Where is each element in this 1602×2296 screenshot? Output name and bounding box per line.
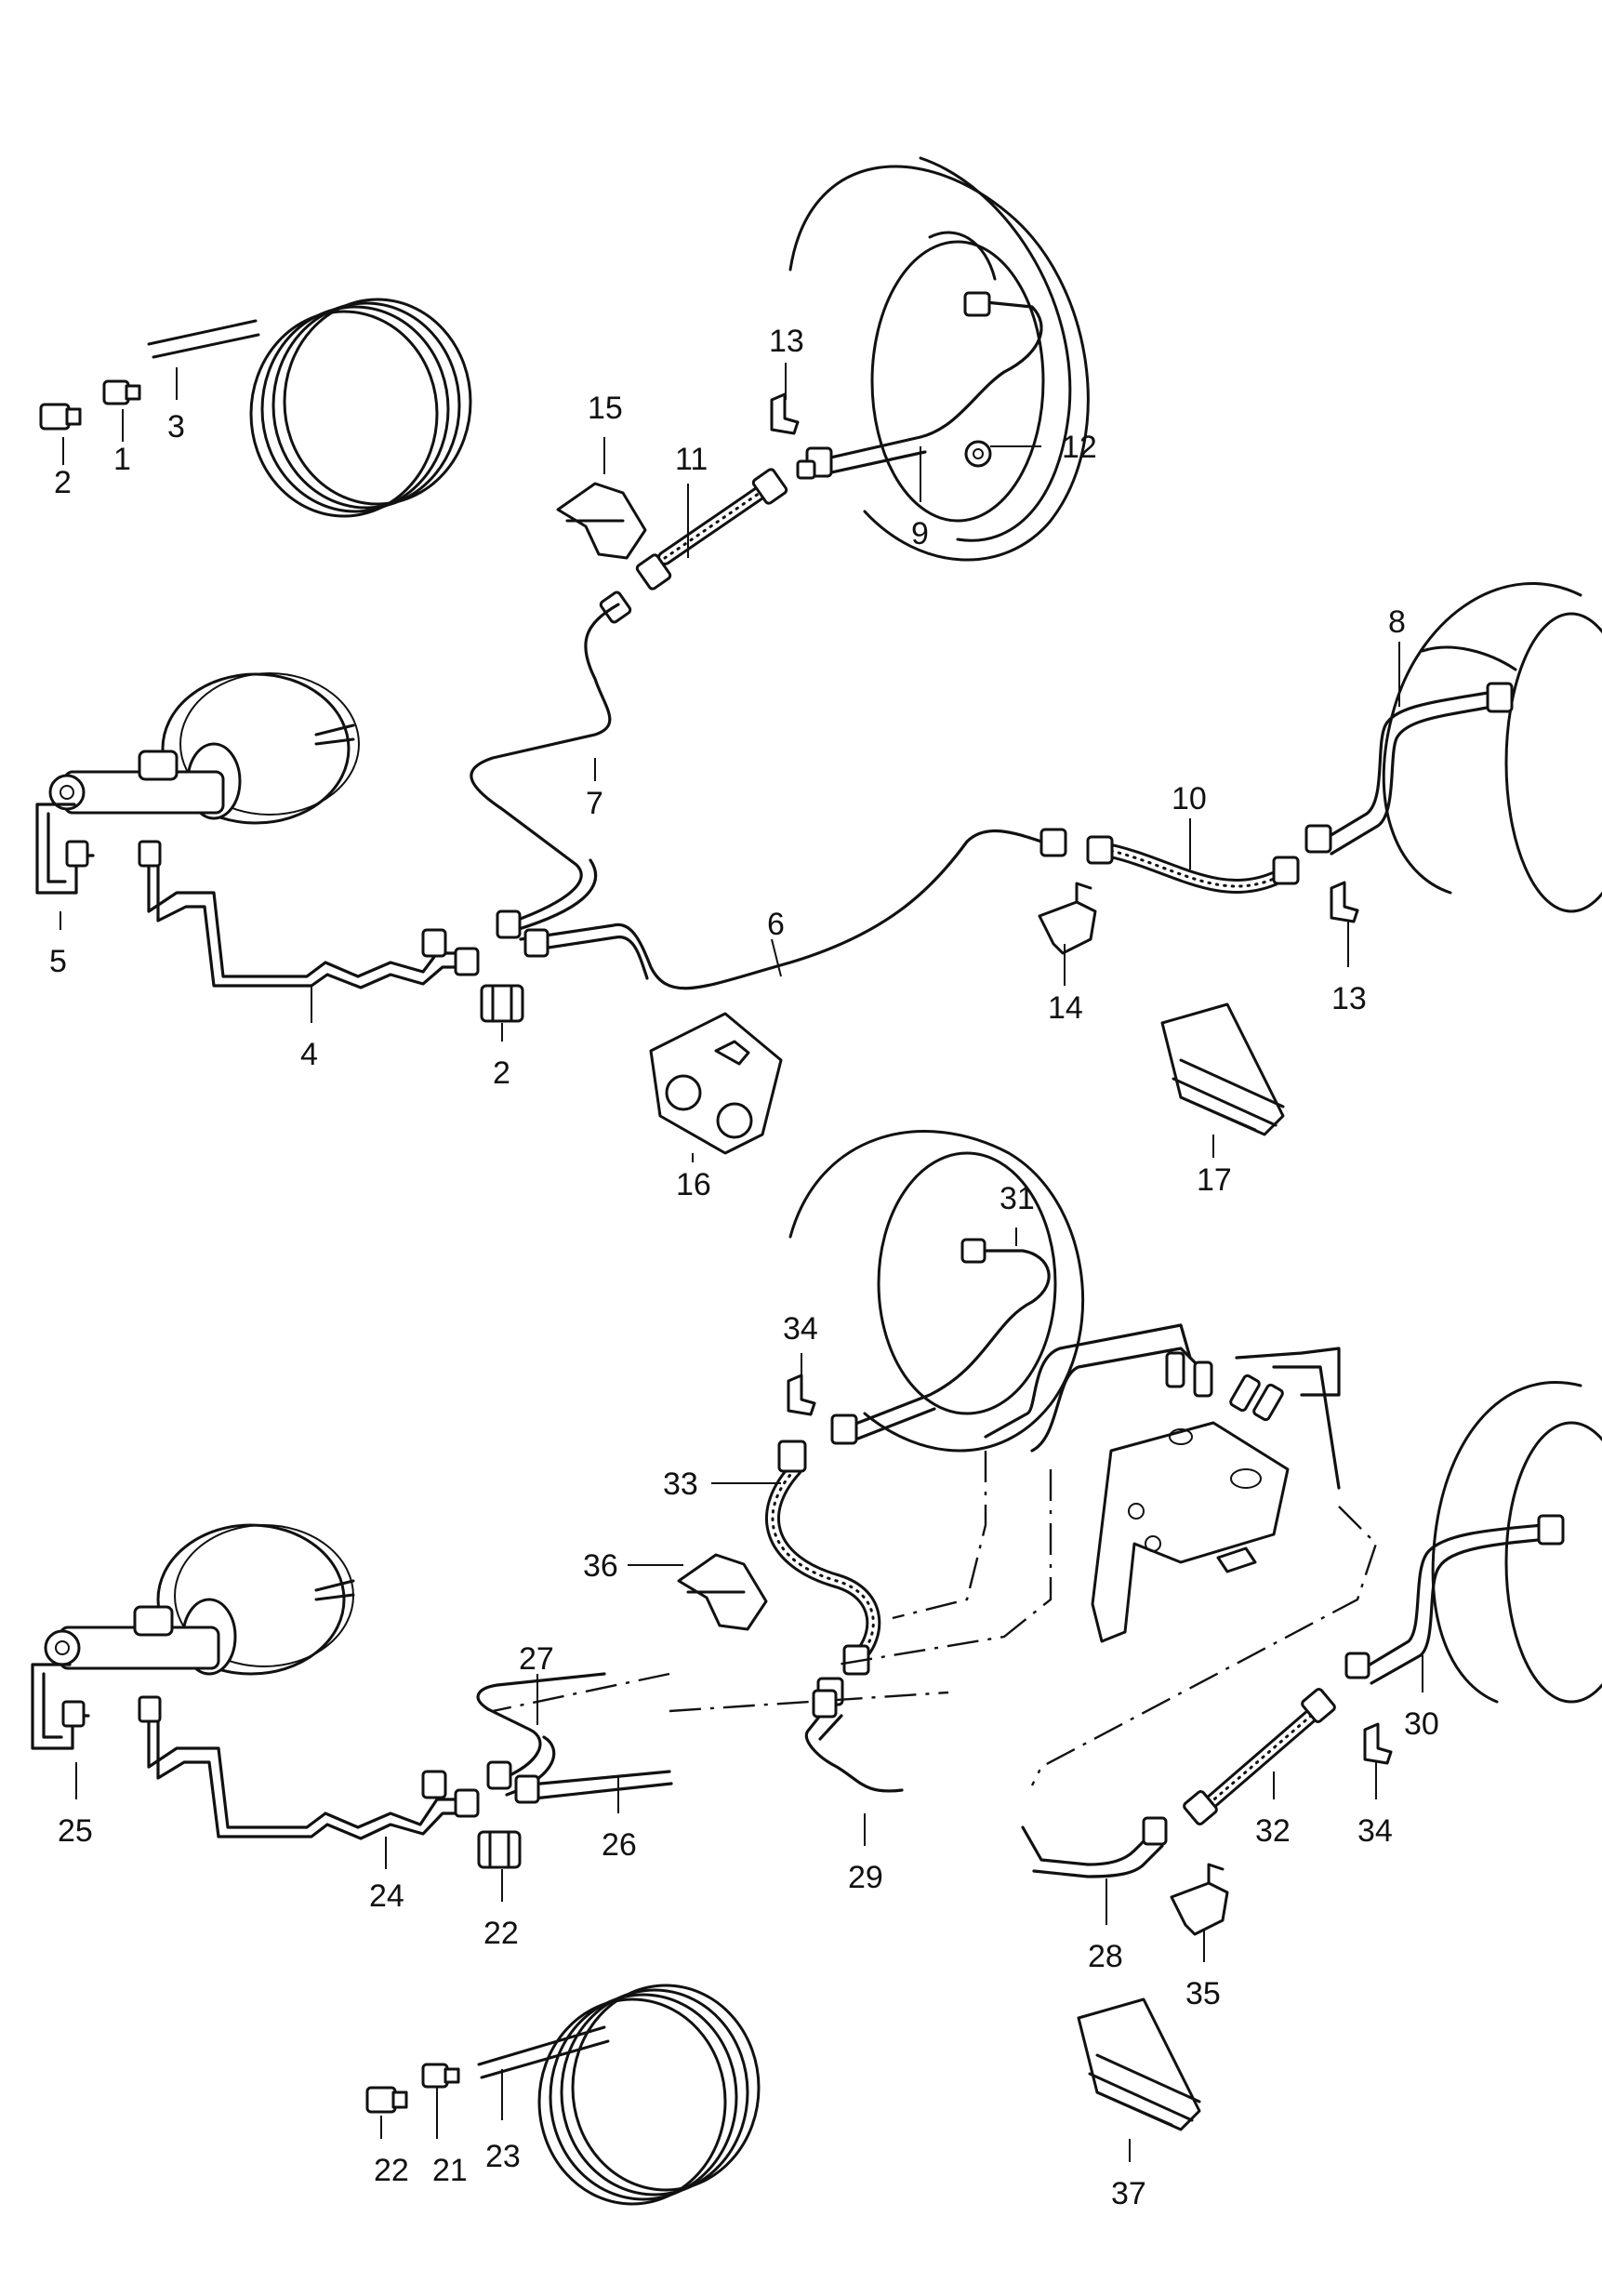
label-27: 27 <box>519 1641 554 1677</box>
label-11: 11 <box>675 442 708 477</box>
brake-pipe-26 <box>519 1770 671 1787</box>
clip-13-upper <box>770 392 800 435</box>
routing-dash-lines <box>892 1451 987 1620</box>
label-1: 1 <box>113 442 131 477</box>
label-34-left: 34 <box>783 1311 818 1347</box>
label-2-mid: 2 <box>493 1055 510 1091</box>
bracket-15 <box>556 482 647 560</box>
label-14: 14 <box>1048 990 1083 1026</box>
label-9: 9 <box>911 516 929 551</box>
fitting-21-lower <box>421 2063 460 2089</box>
brake-pipe-6 <box>519 829 1043 990</box>
bracket-35 <box>1170 1863 1229 1936</box>
label-26: 26 <box>602 1827 637 1863</box>
union-nut-lower <box>365 2086 408 2114</box>
clip-34-lower-right <box>1363 1722 1393 1765</box>
label-7: 7 <box>586 786 603 821</box>
label-2-top: 2 <box>54 465 72 500</box>
pipe-fitting-9 <box>805 291 991 478</box>
bracket-36 <box>677 1553 768 1631</box>
label-3: 3 <box>167 409 185 445</box>
pressure-regulator-valve <box>1091 1421 1290 1643</box>
brake-pipe-27 <box>476 1672 606 1783</box>
adapter-2-mid <box>480 984 524 1023</box>
grommet-12 <box>964 440 992 468</box>
brake-drum-lower-middle <box>788 1130 1084 1453</box>
label-16: 16 <box>676 1167 711 1202</box>
part-labels: 1 2 3 5 4 2 6 7 8 9 10 11 12 13 13 14 15… <box>49 324 1439 2211</box>
label-36: 36 <box>583 1548 618 1584</box>
union-nut-upper <box>39 403 82 431</box>
holder-17 <box>1160 1002 1285 1136</box>
holder-37 <box>1077 1997 1201 2131</box>
brake-pipe-coil-upper <box>147 298 472 518</box>
brake-hose-11 <box>599 459 816 624</box>
brake-hose-33 <box>765 1440 881 1706</box>
brake-pipe-7 <box>470 603 620 927</box>
brake-drum-right-upper <box>1382 581 1602 913</box>
brake-pipe-coil-lower <box>477 1984 761 2206</box>
label-13-right: 13 <box>1331 981 1367 1016</box>
brake-booster-lower <box>44 1523 355 1676</box>
brake-pipe-28 <box>1021 1825 1155 1866</box>
brake-drum-upper-right <box>788 156 1090 562</box>
label-32: 32 <box>1255 1813 1291 1849</box>
brake-pipe-8 <box>1318 691 1489 843</box>
label-10: 10 <box>1172 781 1207 816</box>
brake-hose-32 <box>1183 1652 1370 1825</box>
brake-pipe-29 <box>804 1705 904 1793</box>
brake-drum-right-lower <box>1431 1381 1602 1704</box>
valve-feed-pipes <box>984 1323 1192 1439</box>
brake-hose-10 <box>1039 824 1332 894</box>
label-35: 35 <box>1185 1976 1221 2011</box>
label-37: 37 <box>1111 2176 1146 2211</box>
label-23: 23 <box>485 2139 521 2174</box>
brake-booster-upper <box>48 672 360 825</box>
clip-16 <box>649 1012 783 1155</box>
label-31: 31 <box>1000 1181 1035 1216</box>
bracket-14 <box>1038 882 1097 955</box>
label-5: 5 <box>49 944 67 979</box>
clip-13-right <box>1330 881 1359 923</box>
label-28: 28 <box>1088 1939 1123 1974</box>
brake-pipe-24 <box>147 1709 467 1829</box>
label-13-top: 13 <box>769 324 804 359</box>
label-22-mid: 22 <box>483 1916 519 1951</box>
label-24: 24 <box>369 1878 404 1914</box>
brake-pipe-9 <box>816 300 1043 462</box>
label-15: 15 <box>588 391 623 426</box>
label-25: 25 <box>58 1813 93 1849</box>
brake-pipe-30 <box>1360 1523 1545 1671</box>
label-30: 30 <box>1404 1706 1439 1742</box>
label-8: 8 <box>1388 604 1406 640</box>
label-12: 12 <box>1062 430 1097 465</box>
label-6: 6 <box>767 907 785 942</box>
label-4: 4 <box>300 1037 318 1072</box>
label-17: 17 <box>1197 1162 1232 1198</box>
clip-34-lower-left <box>787 1374 816 1416</box>
leader-lines <box>60 363 1423 2162</box>
fitting-1-upper <box>102 379 141 405</box>
label-34-right: 34 <box>1357 1813 1393 1849</box>
label-22-bottom: 22 <box>374 2153 409 2188</box>
label-29: 29 <box>848 1860 883 1895</box>
brake-pipe-4 <box>147 854 467 978</box>
brake-pipe-31 <box>844 1249 1051 1429</box>
label-21: 21 <box>432 2153 468 2188</box>
adapter-22-mid <box>477 1830 522 1869</box>
label-33: 33 <box>663 1467 698 1502</box>
